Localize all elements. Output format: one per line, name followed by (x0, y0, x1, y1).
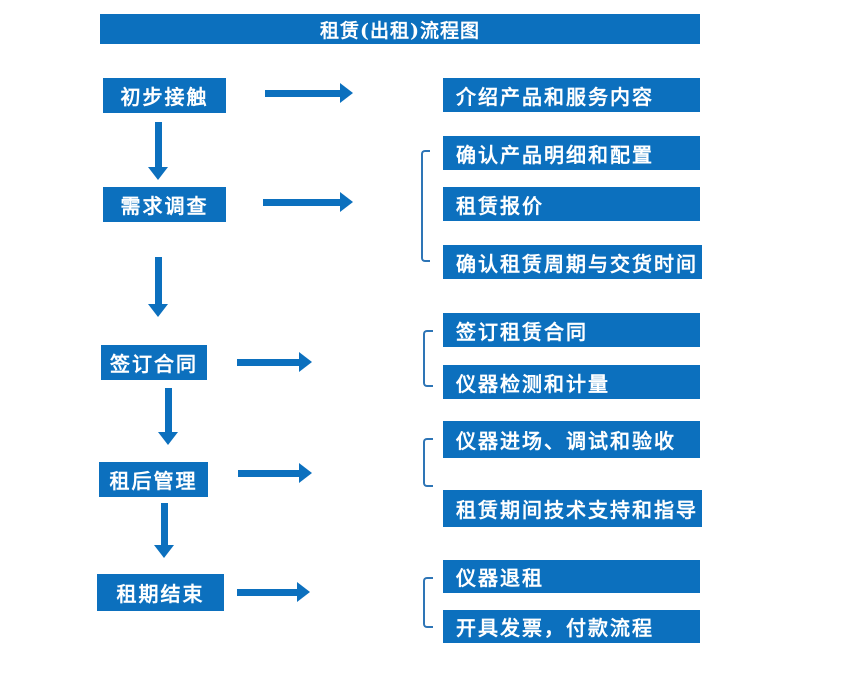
arrow-shaft (237, 588, 298, 596)
step-box-demand-survey: 需求调查 (103, 187, 226, 222)
detail-box-invoice-payment: 开具发票，付款流程 (443, 610, 700, 643)
detail-box-confirm-product-config: 确认产品明细和配置 (443, 136, 700, 170)
right-arrow-demand-survey (263, 192, 353, 212)
step-box-rental-end: 租期结束 (97, 574, 224, 611)
flowchart-title: 租赁(出租)流程图 (100, 14, 700, 44)
arrow-head-icon (148, 304, 168, 317)
right-arrow-sign-contract (237, 352, 312, 372)
arrow-head-icon (299, 352, 312, 372)
down-arrow-4 (154, 503, 174, 558)
bracket-rental-end-group (423, 577, 433, 628)
right-arrow-rental-end (237, 582, 310, 602)
arrow-shaft (154, 257, 162, 305)
step-box-post-rental-management: 租后管理 (99, 462, 208, 497)
arrow-head-icon (340, 192, 353, 212)
arrow-head-icon (158, 432, 178, 445)
step-box-initial-contact: 初步接触 (103, 78, 226, 113)
arrow-shaft (238, 469, 300, 477)
down-arrow-2 (148, 257, 168, 317)
detail-box-rental-quote: 租赁报价 (443, 187, 700, 221)
bracket-sign-contract-group (423, 330, 433, 387)
down-arrow-3 (158, 388, 178, 445)
arrow-shaft (154, 122, 162, 168)
detail-box-instrument-return: 仪器退租 (443, 560, 700, 593)
detail-box-sign-rental-contract: 签订租赁合同 (443, 313, 700, 347)
arrow-head-icon (148, 167, 168, 180)
arrow-shaft (265, 89, 341, 97)
arrow-shaft (263, 198, 341, 206)
arrow-head-icon (297, 582, 310, 602)
arrow-head-icon (299, 463, 312, 483)
bracket-demand-survey-group (421, 150, 430, 262)
step-box-sign-contract: 签订合同 (101, 345, 207, 380)
detail-box-instrument-entry-acceptance: 仪器进场、调试和验收 (443, 421, 700, 458)
arrow-shaft (164, 388, 172, 433)
right-arrow-post-rental-management (238, 463, 312, 483)
detail-box-intro-product-services: 介绍产品和服务内容 (443, 78, 700, 112)
detail-box-tech-support-guidance: 租赁期间技术支持和指导 (443, 490, 702, 527)
bracket-post-rental-group (423, 438, 433, 487)
right-arrow-initial-contact (265, 83, 353, 103)
detail-box-instrument-inspection: 仪器检测和计量 (443, 365, 700, 399)
arrow-shaft (237, 358, 300, 366)
down-arrow-1 (148, 122, 168, 180)
arrow-head-icon (340, 83, 353, 103)
detail-box-confirm-period-delivery: 确认租赁周期与交货时间 (443, 245, 702, 279)
arrow-head-icon (154, 545, 174, 558)
arrow-shaft (160, 503, 168, 546)
